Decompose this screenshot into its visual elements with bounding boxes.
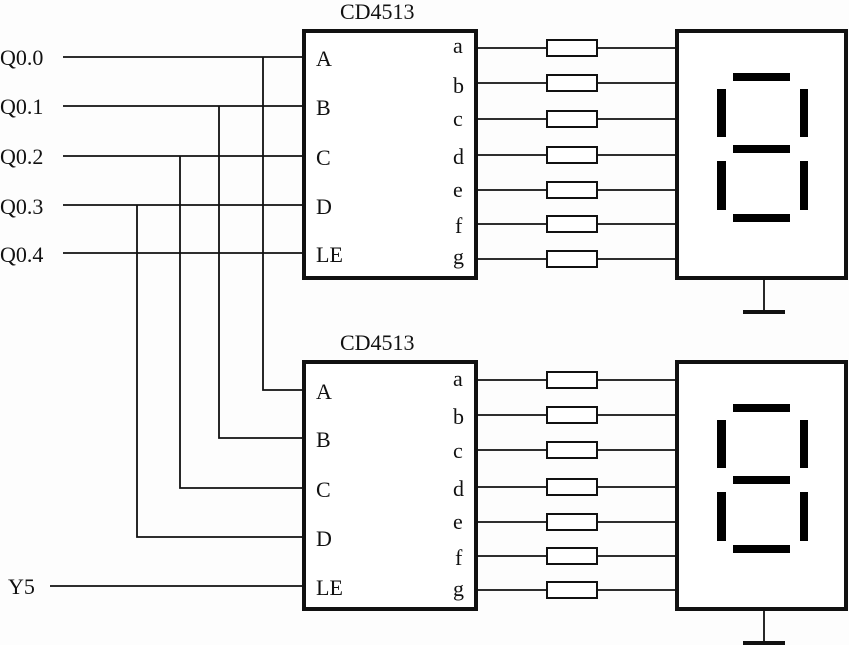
resistor-f (546, 547, 598, 565)
input-label-q03: Q0.3 (0, 194, 43, 219)
input-label-q01: Q0.1 (0, 94, 43, 119)
pin-a-out: a (453, 33, 463, 58)
pin-c-out: c (453, 438, 463, 463)
segment-d (733, 545, 790, 553)
chip-lower: CD4513 A B C D LE a b c d e f g (302, 330, 478, 611)
resistor-a (546, 39, 598, 57)
pin-d-out: d (453, 476, 464, 501)
segment-b (800, 420, 808, 468)
pin-d-out: d (453, 144, 464, 169)
resistor-b (546, 406, 598, 424)
segment-b (800, 89, 808, 137)
pin-d-in: D (316, 526, 332, 551)
segment-g (733, 145, 790, 153)
chip-title: CD4513 (340, 330, 415, 355)
input-label-q02: Q0.2 (0, 144, 43, 169)
chip-title: CD4513 (340, 0, 415, 24)
input-wires (50, 56, 304, 587)
resistor-a (546, 371, 598, 389)
resistor-e (546, 181, 598, 199)
resistor-c (546, 110, 598, 128)
pin-le: LE (316, 242, 343, 267)
chip-body (302, 360, 478, 611)
output-network (476, 39, 677, 599)
input-label-y5: Y5 (8, 574, 35, 599)
resistor-c (546, 441, 598, 459)
segment-c (800, 492, 808, 541)
display-body (675, 29, 848, 280)
resistor-g (546, 250, 598, 268)
input-label-q00: Q0.0 (0, 45, 43, 70)
segment-f (717, 89, 726, 137)
pin-e-out: e (453, 509, 463, 534)
tap-a (262, 57, 304, 391)
pin-le: LE (316, 575, 343, 600)
pin-b-in: B (316, 95, 331, 120)
input-label-q04: Q0.4 (0, 242, 43, 267)
displays (675, 29, 848, 645)
pin-f-out: f (455, 213, 463, 238)
pin-b-out: b (453, 73, 464, 98)
pin-g-out: g (453, 244, 464, 269)
resistor-g (546, 581, 598, 599)
pin-c-in: C (316, 145, 331, 170)
segment-a (733, 404, 790, 412)
resistor-f (546, 215, 598, 233)
resistor-d (546, 478, 598, 496)
segment-e (717, 492, 726, 541)
resistor-d (546, 146, 598, 164)
pin-b-out: b (453, 404, 464, 429)
tap-c (179, 156, 304, 489)
pin-a-out: a (453, 366, 463, 391)
pin-f-out: f (455, 545, 463, 570)
pin-c-in: C (316, 477, 331, 502)
segment-a (733, 73, 790, 81)
display-body (675, 360, 848, 611)
segment-e (717, 161, 726, 210)
seven-segment-display (675, 29, 848, 314)
segment-f (717, 420, 726, 468)
pin-a-in: A (316, 46, 332, 71)
pin-g-out: g (453, 576, 464, 601)
segment-d (733, 214, 790, 222)
pin-d-in: D (316, 194, 332, 219)
chip-upper: CD4513 A B C D LE a b c d e f g (302, 0, 478, 280)
pin-a-in: A (316, 379, 332, 404)
tap-b (218, 106, 304, 439)
resistor-e (546, 513, 598, 531)
seven-segment-display (675, 360, 848, 645)
segment-c (800, 161, 808, 210)
tap-d (136, 205, 304, 538)
pin-c-out: c (453, 106, 463, 131)
pin-b-in: B (316, 427, 331, 452)
resistor-b (546, 74, 598, 92)
segment-g (733, 476, 790, 484)
pin-e-out: e (453, 177, 463, 202)
